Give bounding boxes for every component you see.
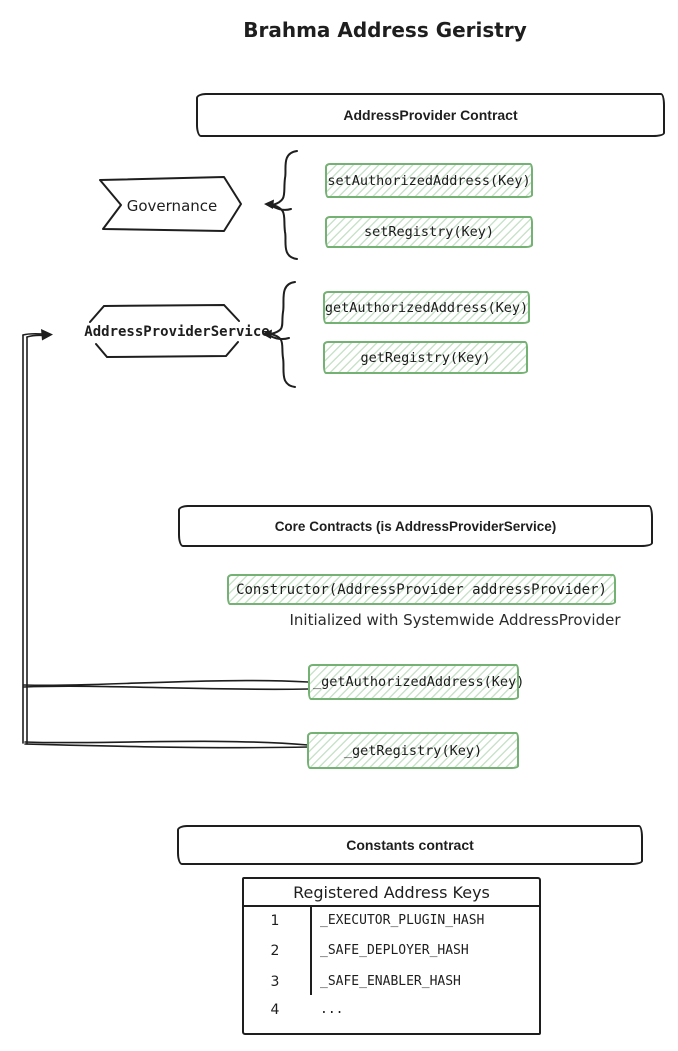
internal-get-authorized-address-method-box: _getAuthorizedAddress(Key) (308, 664, 524, 700)
governance-brace (267, 150, 298, 260)
row-key: _EXECUTOR_PLUGIN_HASH (320, 913, 485, 928)
constants-contract-label: Constants contract (346, 837, 474, 853)
set-registry-method-label: setRegistry(Key) (363, 224, 495, 240)
governance-brace-arrowhead (264, 199, 274, 209)
constants-contract-box: Constants contract (177, 825, 643, 865)
internal-get-registry-method-label: _getRegistry(Key) (343, 742, 483, 759)
row-number: 4 (270, 1002, 280, 1018)
table-row: 1 _EXECUTOR_PLUGIN_HASH (244, 912, 539, 930)
governance-label: Governance (126, 197, 218, 215)
set-registry-method-box: setRegistry(Key) (325, 216, 533, 248)
set-authorized-address-method-label: setAuthorizedAddress(Key) (327, 172, 531, 189)
row-number: 3 (270, 974, 280, 990)
address-provider-contract-box: AddressProvider Contract (196, 93, 665, 137)
constructor-caption: Initialized with Systemwide AddressProvi… (289, 611, 621, 629)
internal-get-registry-method-box: _getRegistry(Key) (307, 732, 519, 769)
registered-keys-table: Registered Address Keys 1 _EXECUTOR_PLUG… (242, 877, 541, 1035)
get-authorized-address-method-label: getAuthorizedAddress(Key) (324, 299, 529, 316)
registered-keys-table-title: Registered Address Keys (244, 879, 539, 907)
service-brace (265, 281, 296, 388)
internal-get-authorized-address-method-label: _getAuthorizedAddress(Key) (313, 674, 525, 690)
table-row: 2 _SAFE_DEPLOYER_HASH (244, 942, 539, 960)
constructor-method-label: Constructor(AddressProvider addressProvi… (236, 581, 607, 598)
core-contracts-label: Core Contracts (is AddressProviderServic… (274, 518, 557, 534)
get-authorized-address-method-box: getAuthorizedAddress(Key) (323, 291, 530, 324)
table-row: 3 _SAFE_ENABLER_HASH (244, 973, 539, 991)
row-key: _SAFE_ENABLER_HASH (320, 974, 461, 989)
row-number: 2 (270, 943, 280, 959)
row-key: ... (320, 1002, 344, 1017)
row-number: 1 (270, 913, 280, 929)
flow-arrowhead (41, 329, 53, 341)
constructor-method-box: Constructor(AddressProvider addressProvi… (227, 574, 616, 605)
table-row: 4 ... (244, 1001, 539, 1019)
address-provider-service-label: AddressProviderService (84, 324, 270, 340)
table-column-divider (310, 907, 312, 995)
sketch-corner-marks (632, 93, 664, 838)
row-key: _SAFE_DEPLOYER_HASH (320, 943, 469, 958)
get-registry-method-label: getRegistry(Key) (360, 349, 491, 366)
address-provider-contract-label: AddressProvider Contract (343, 107, 518, 123)
set-authorized-address-method-box: setAuthorizedAddress(Key) (325, 163, 533, 198)
core-contracts-box: Core Contracts (is AddressProviderServic… (178, 505, 653, 547)
page-title: Brahma Address Geristry (243, 18, 527, 42)
get-registry-method-box: getRegistry(Key) (323, 341, 528, 374)
